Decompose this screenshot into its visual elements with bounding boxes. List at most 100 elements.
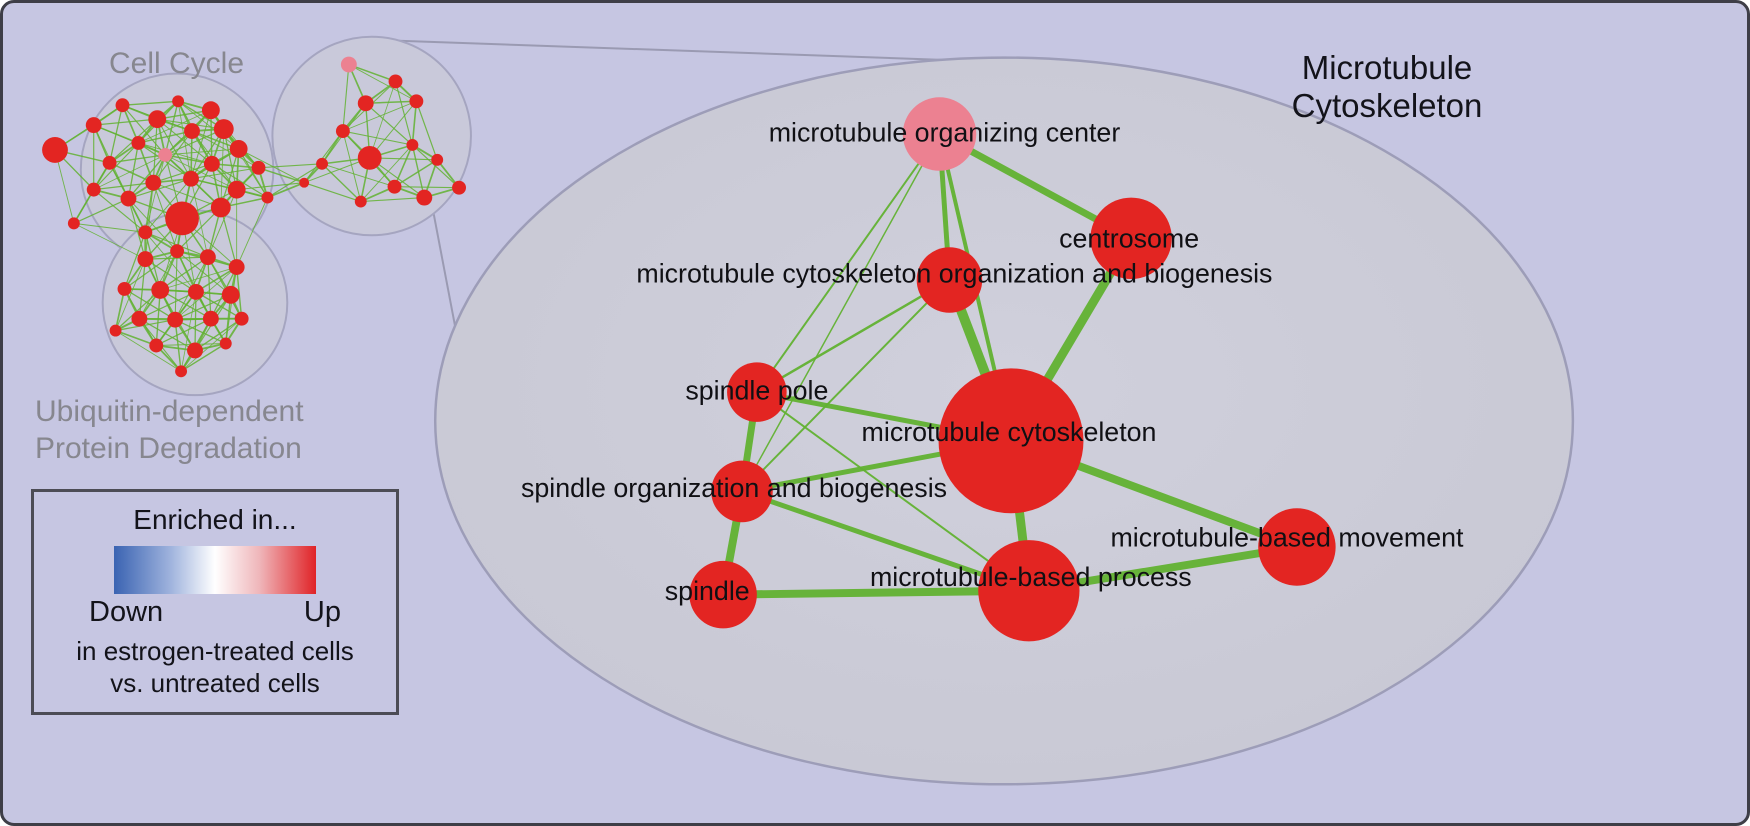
zoom-node-label-centrosome: centrosome [1059,224,1199,254]
overview-edge [342,100,417,132]
overview-edge [369,81,396,158]
zoom-node-mtcob [916,247,983,313]
overview-node [145,174,162,191]
overview-node [138,225,153,240]
overview-node [452,180,466,195]
overview-node [151,280,170,299]
overview-edge [93,189,146,233]
overview-edge [128,198,178,252]
overview-node [201,101,220,120]
zoom-node-moc [902,97,977,171]
overview-edge [176,207,222,252]
overview-node [183,170,199,187]
overview-node [213,119,234,140]
overview-edge [93,154,166,191]
overview-node [357,95,374,112]
overview-edge [109,154,166,164]
overview-node [109,324,122,337]
overview-node [67,217,80,230]
zoom-edge-spindle-mbp [723,586,1029,599]
overview-edge [190,110,212,179]
overview-node [335,124,350,139]
overview-edge [267,163,323,199]
network-canvas: microtubule organizing centercentrosomem… [42,35,1575,786]
overview-edge [127,198,146,260]
overview-node [167,311,184,328]
overview-edge [73,223,146,260]
overview-node [149,338,164,353]
legend-scale-labels: Down Up [89,596,341,629]
zoom-node-label-mt_cyto: microtubule cytoskeleton [862,417,1157,447]
overview-node [85,117,102,134]
overview-edge [115,330,182,372]
overview-node [158,147,173,162]
overview-node [102,155,117,170]
zoom-edge-moc-spindle_pole [756,133,941,393]
zoom-edge-mtcob-spindle_pole [756,278,951,394]
overview-edge [115,319,176,332]
overview-node [117,281,132,296]
overview-node [188,283,204,300]
overview-edge [180,342,227,372]
overview-node [221,285,240,304]
ubiquitin-cluster-label: Ubiquitin-dependent Protein Degradation [35,393,304,467]
overview-node [115,98,130,113]
zoom-node-spindle_org [711,460,773,523]
overview-edge [415,101,438,161]
overview-edge [177,100,239,150]
overview-node [170,244,185,259]
overview-node [416,189,433,206]
zoom-node-mt_cyto [938,368,1084,514]
overview-edge [411,101,418,146]
overview-node [406,139,419,151]
overview-node [203,155,220,172]
zoom-node-label-spindle_pole: spindle pole [685,376,828,406]
overview-edge [180,291,197,372]
overview-node [86,182,101,197]
overview-cluster-circle-microtubule-cytoskeleton [271,35,472,237]
overview-edge [342,130,362,202]
overview-node [261,191,274,204]
overview-edge [160,266,237,291]
overview-edge [365,102,413,146]
zoom-node-label-mbp: microtubule-based process [870,562,1192,592]
overview-edge [144,154,166,233]
zoom-edge-spindle_pole-mbp [756,391,1030,592]
zoom-node-label-spindle: spindle [665,576,750,606]
overview-edge [176,250,232,296]
overview-node [199,249,216,266]
overview-edge [115,258,146,331]
overview-node [131,310,148,327]
overview-edge [220,129,225,208]
overview-node [210,197,231,218]
overview-node [299,177,310,188]
overview-node [229,139,248,158]
overview-edge [195,266,238,293]
legend-gradient-bar [114,546,316,594]
overview-edge [360,144,413,202]
overview-edge [93,118,158,126]
overview-edge [174,319,182,372]
microtubule-cytoskeleton-title: Microtubule Cytoskeleton [1271,49,1503,125]
overview-node [131,136,146,150]
overview-edge [139,291,197,320]
overview-node [187,342,203,359]
overview-edge [152,119,158,183]
zoom-node-mbp [978,540,1080,642]
overview-node [357,145,382,170]
overview-node [354,195,367,208]
zoom-node-mbm [1258,508,1336,586]
overview-edge [348,63,396,83]
legend-caption-line2: vs. untreated cells [110,668,320,698]
zoom-callout-line [398,39,1019,64]
overview-edge [236,197,268,268]
overview-edge [194,291,197,351]
overview-edge [174,294,231,321]
overview-node [227,180,246,199]
zoom-edge-mtcob-spindle_org [741,279,951,493]
overview-node [316,157,329,170]
overview-node [388,74,403,89]
overview-edge [210,110,213,164]
overview-edge [220,207,238,268]
